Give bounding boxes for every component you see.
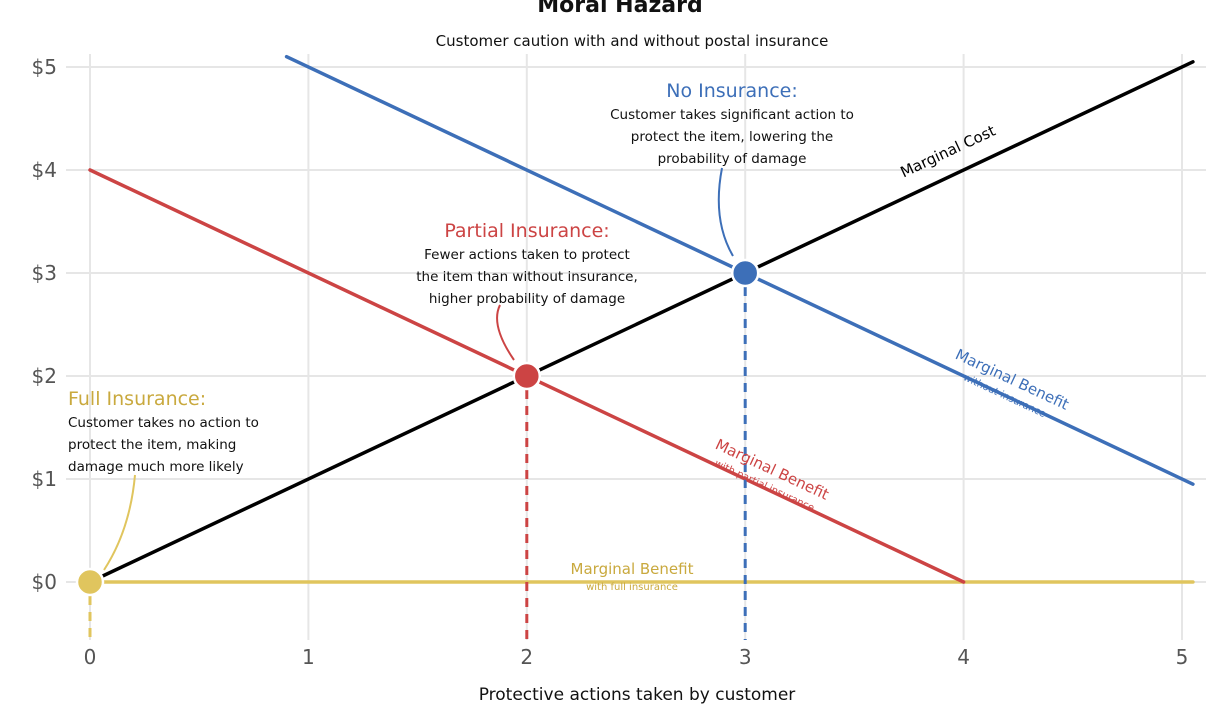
y-tick-label: $4 xyxy=(32,158,57,182)
y-tick-label: $0 xyxy=(32,570,57,594)
chart-subtitle: Customer caution with and without postal… xyxy=(436,32,829,50)
annotation-partial-connector xyxy=(496,304,515,361)
annotation-full-line: Customer takes no action to xyxy=(68,415,259,431)
x-axis-label: Protective actions taken by customer xyxy=(479,685,796,705)
annotation-partial-title: Partial Insurance: xyxy=(444,220,609,242)
annotation-full-connector xyxy=(103,474,136,571)
axes: 0 1 2 3 4 5 $0 $1 $2 $3 $4 $5 xyxy=(32,55,1189,669)
annotation-none-title: No Insurance: xyxy=(666,80,798,102)
line-label-cost: Marginal Cost xyxy=(898,122,999,182)
annotation-none-connector xyxy=(717,167,734,257)
y-tick-label: $5 xyxy=(32,55,57,79)
equilibrium-points xyxy=(75,258,760,597)
annotations: Full Insurance: Customer takes no action … xyxy=(68,80,854,571)
x-tick-label: 0 xyxy=(84,645,97,669)
annotation-partial-line: the item than without insurance, xyxy=(416,269,638,285)
x-tick-label: 4 xyxy=(957,645,970,669)
line-label-full-sub: with full insurance xyxy=(586,582,678,593)
line-label-full: Marginal Benefit with full insurance xyxy=(571,560,694,593)
x-tick-label: 1 xyxy=(302,645,315,669)
chart-title: Moral Hazard xyxy=(537,0,702,18)
annotation-full: Full Insurance: Customer takes no action … xyxy=(68,388,259,571)
series-line-cost xyxy=(88,60,1195,584)
annotation-none-line: protect the item, lowering the xyxy=(631,129,833,145)
equilibrium-point-none xyxy=(730,258,760,288)
annotation-full-line: damage much more likely xyxy=(68,459,244,475)
drop-lines xyxy=(88,287,747,640)
annotation-full-line: protect the item, making xyxy=(68,437,236,453)
x-tick-label: 5 xyxy=(1176,645,1189,669)
x-tick-label: 3 xyxy=(739,645,752,669)
annotation-partial-line: higher probability of damage xyxy=(429,291,625,307)
annotation-full-title: Full Insurance: xyxy=(68,388,206,410)
y-tick-label: $1 xyxy=(32,467,57,491)
equilibrium-point-full xyxy=(75,567,105,597)
equilibrium-point-partial xyxy=(512,361,542,391)
line-label-cost-name: Marginal Cost xyxy=(898,122,999,182)
y-tick-label: $2 xyxy=(32,364,57,388)
annotation-partial-line: Fewer actions taken to protect xyxy=(424,247,630,263)
annotation-none: No Insurance: Customer takes significant … xyxy=(610,80,854,257)
annotation-partial: Partial Insurance: Fewer actions taken to… xyxy=(416,220,638,361)
y-tick-label: $3 xyxy=(32,261,57,285)
x-tick-label: 2 xyxy=(520,645,533,669)
annotation-none-line: Customer takes significant action to xyxy=(610,107,854,123)
annotation-none-line: probability of damage xyxy=(658,151,807,167)
line-label-full-name: Marginal Benefit xyxy=(571,560,694,578)
